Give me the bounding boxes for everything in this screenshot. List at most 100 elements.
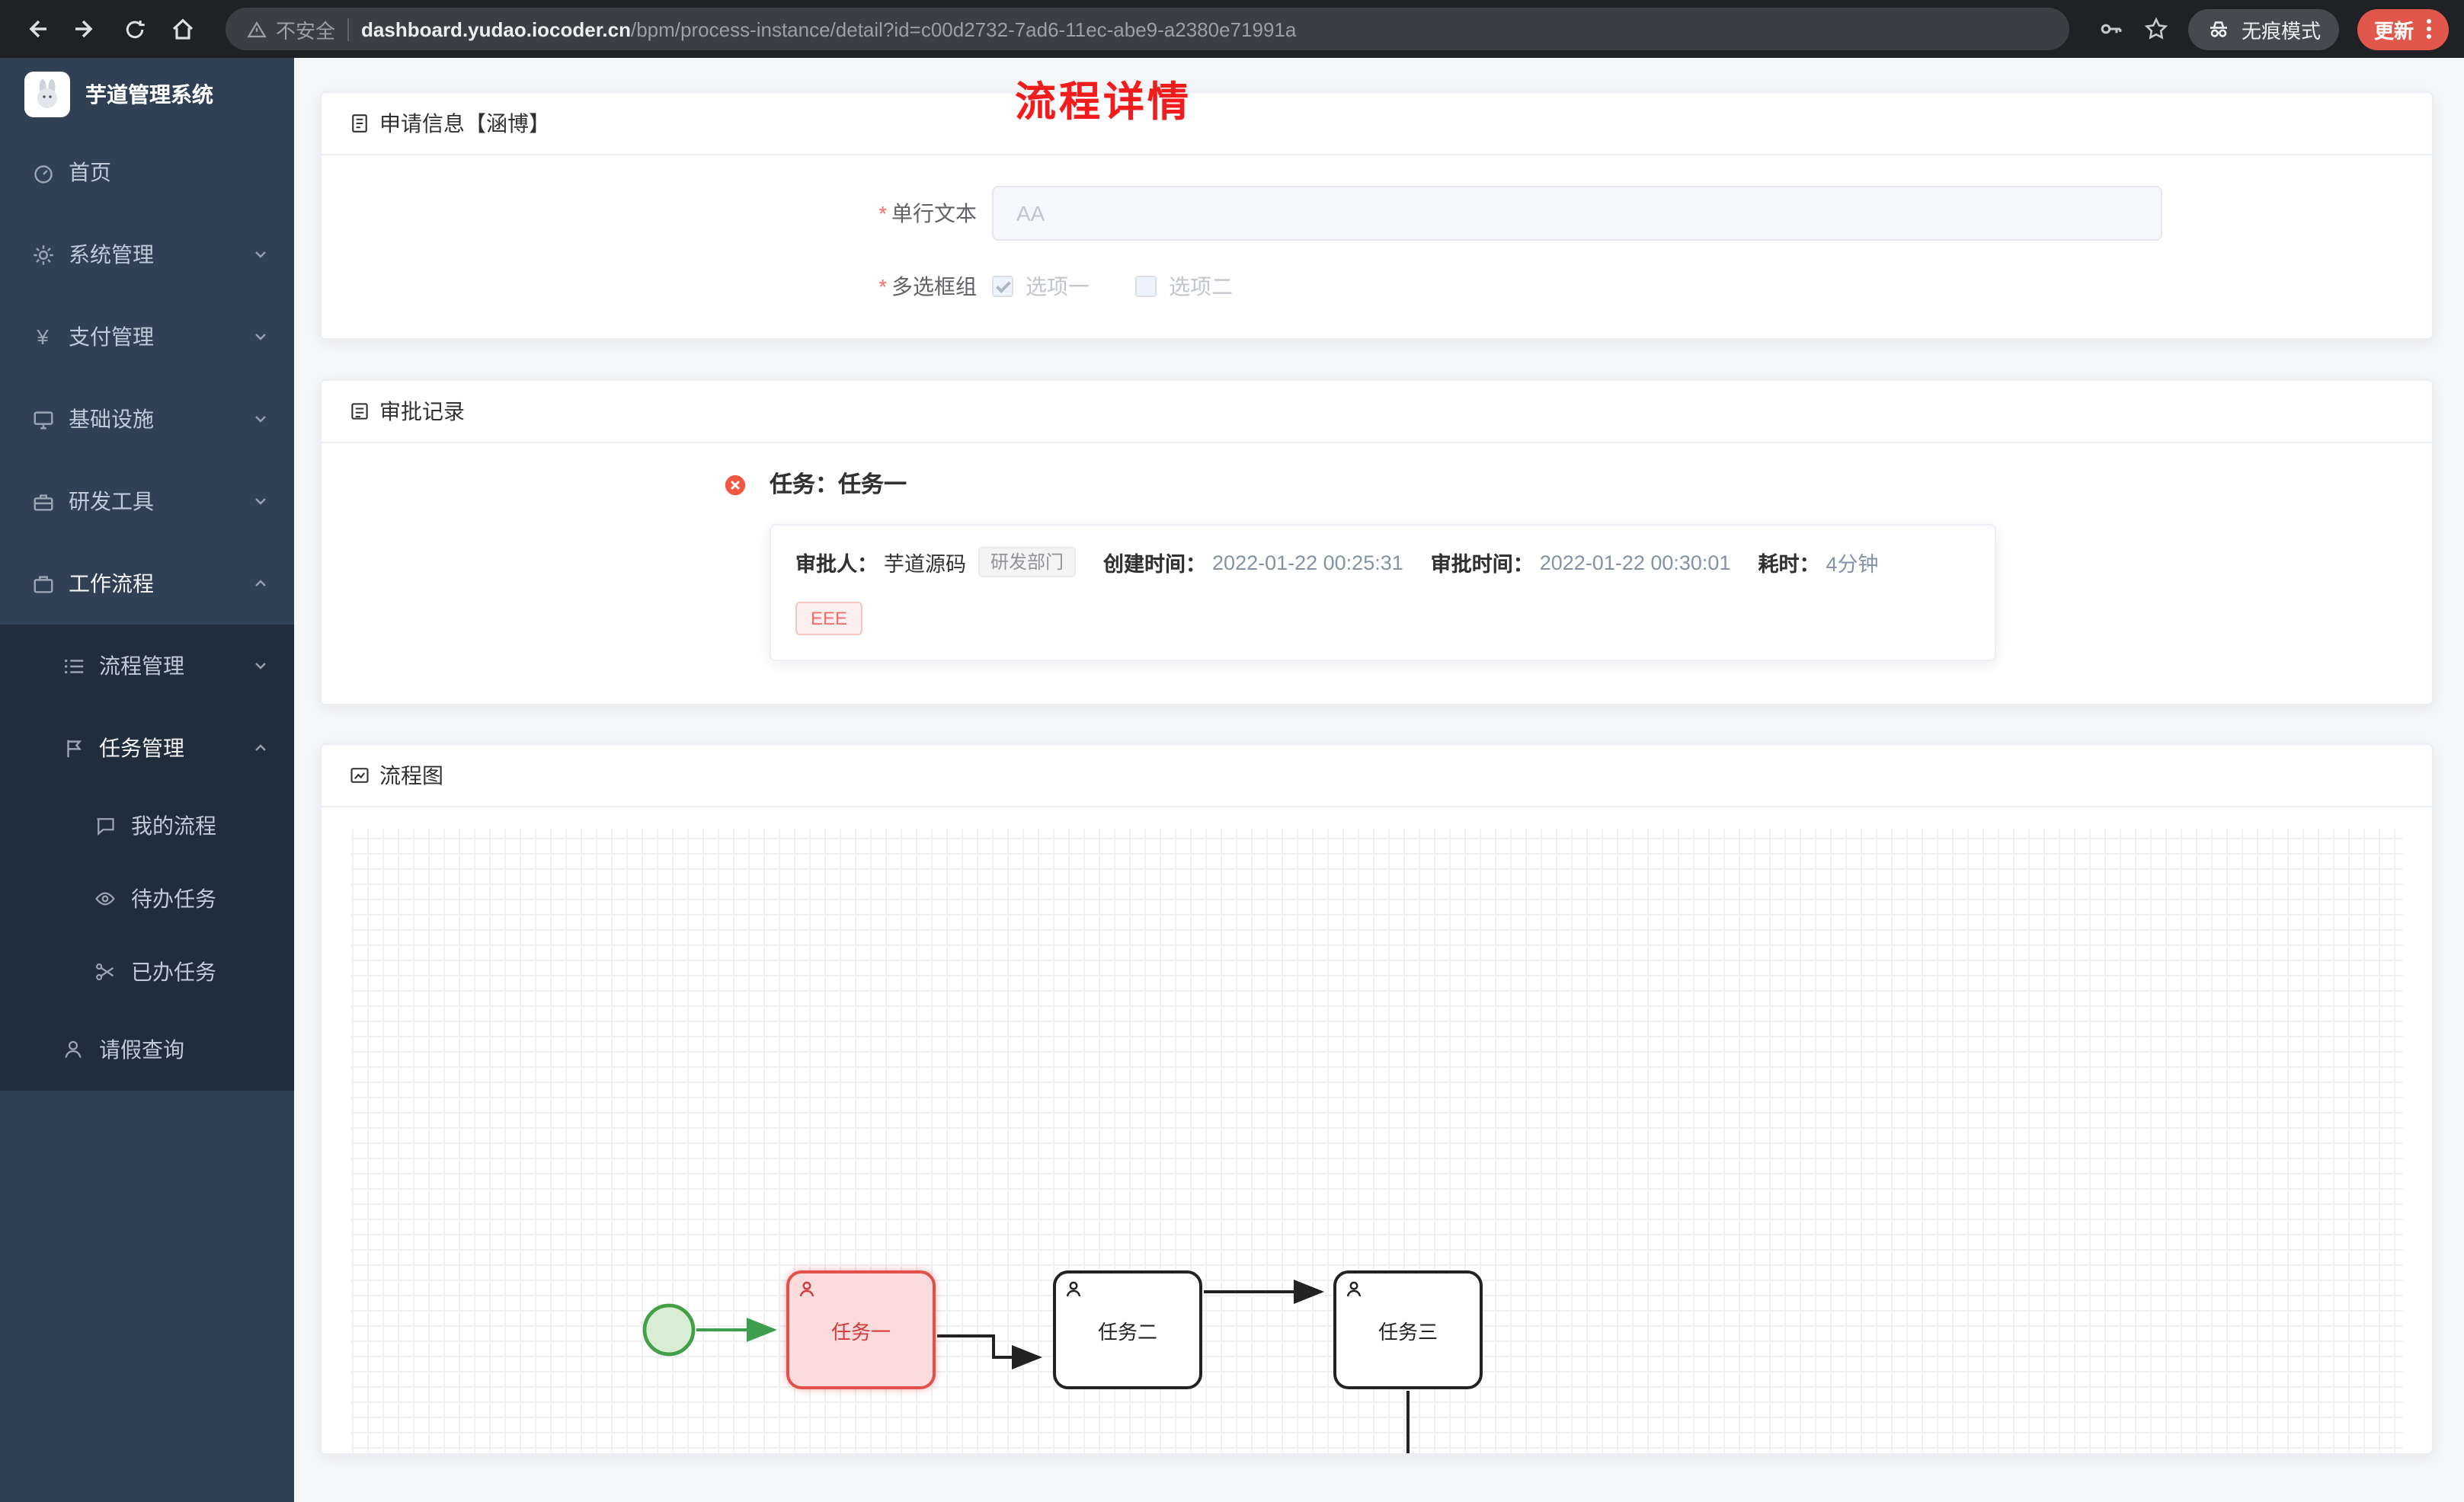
security-status[interactable]: 不安全 xyxy=(247,14,335,43)
required-asterisk: * xyxy=(878,274,887,299)
password-key-icon[interactable] xyxy=(2091,9,2130,49)
security-label: 不安全 xyxy=(276,19,336,42)
approved-time-group: 审批时间： 2022-01-22 00:30:01 xyxy=(1431,547,1731,577)
bpmn-connectors xyxy=(642,1280,1410,1453)
created-time-group: 创建时间： 2022-01-22 00:25:31 xyxy=(1103,547,1403,577)
chat-icon xyxy=(93,813,117,838)
chevron-up-icon xyxy=(251,739,270,757)
apply-card-body: *单行文本 *多选框组 选项一 选项二 xyxy=(322,186,2432,302)
chevron-down-icon xyxy=(251,245,270,264)
created-time-value: 2022-01-22 00:25:31 xyxy=(1212,551,1403,574)
dashboard-icon xyxy=(30,160,55,184)
task-node-1[interactable]: 任务一 xyxy=(786,1270,936,1389)
duration-value: 4分钟 xyxy=(1826,553,1879,576)
url-host: dashboard.yudao.iocoder.cn xyxy=(361,18,631,40)
page-title: 流程详情 xyxy=(1015,79,1192,125)
eye-icon xyxy=(93,887,117,911)
bookmark-star-icon[interactable] xyxy=(2136,9,2176,49)
single-line-text-input[interactable] xyxy=(992,186,2162,241)
sidebar-item-todo-tasks[interactable]: 待办任务 xyxy=(0,862,294,935)
sidebar-item-infrastructure[interactable]: 基础设施 xyxy=(0,378,294,460)
record-icon xyxy=(351,403,368,420)
approver-group: 审批人： 芋道源码 研发部门 xyxy=(795,547,1077,577)
app-logo-row[interactable]: 芋道管理系统 xyxy=(0,58,294,131)
checkbox-unchecked-icon xyxy=(1135,276,1157,297)
sidebar-item-payment[interactable]: ¥ 支付管理 xyxy=(0,296,294,378)
main-content: 流程详情 申请信息【涵博】 *单行文本 *多选框组 xyxy=(294,58,2464,1502)
approved-time-label: 审批时间： xyxy=(1430,553,1534,576)
checkbox-field-label: *多选框组 xyxy=(878,274,977,299)
incognito-badge: 无痕模式 xyxy=(2187,8,2339,50)
chevron-up-icon xyxy=(251,574,270,593)
sidebar-item-leave-query[interactable]: 请假查询 xyxy=(0,1008,294,1091)
chevron-down-icon xyxy=(251,328,270,346)
duration-group: 耗时： 4分钟 xyxy=(1758,547,1878,577)
start-event xyxy=(642,1303,696,1357)
task-node-1-label: 任务一 xyxy=(830,1320,891,1343)
user-task-icon xyxy=(1064,1280,1083,1304)
approval-card-title: 审批记录 xyxy=(379,399,465,423)
back-button[interactable] xyxy=(15,8,58,50)
update-button[interactable]: 更新 xyxy=(2357,8,2449,50)
sidebar-item-devtools[interactable]: 研发工具 xyxy=(0,460,294,542)
checkbox-option-2[interactable]: 选项二 xyxy=(1135,271,1233,302)
apply-info-card: 申请信息【涵博】 *单行文本 *多选框组 选项一 xyxy=(320,91,2434,340)
approval-comment-tag: EEE xyxy=(795,602,863,635)
sidebar: 芋道管理系统 首页 系统管理 ¥ 支付管理 基础设施 xyxy=(0,58,294,1502)
sidebar-item-process-management[interactable]: 流程管理 xyxy=(0,625,294,707)
diagram-card-header: 流程图 xyxy=(322,745,2432,807)
approval-card-body: 任务：任务一 审批人： 芋道源码 研发部门 创建时间： 2022-01-22 0… xyxy=(322,443,2432,704)
sidebar-item-workflow[interactable]: 工作流程 xyxy=(0,542,294,625)
forward-button[interactable] xyxy=(64,8,107,50)
home-button[interactable] xyxy=(162,8,204,50)
warning-icon xyxy=(247,20,267,37)
required-asterisk: * xyxy=(878,201,887,225)
approval-detail-card: 审批人： 芋道源码 研发部门 创建时间： 2022-01-22 00:25:31… xyxy=(770,524,1996,661)
sidebar-item-system[interactable]: 系统管理 xyxy=(0,213,294,296)
omnibox-divider xyxy=(347,18,350,40)
approved-time-value: 2022-01-22 00:30:01 xyxy=(1539,551,1731,574)
flag-icon xyxy=(61,736,85,760)
task-node-3[interactable]: 任务三 xyxy=(1333,1270,1483,1389)
app-frame: 芋道管理系统 首页 系统管理 ¥ 支付管理 基础设施 xyxy=(0,58,2464,1502)
yen-icon: ¥ xyxy=(37,324,49,349)
menu-dots-icon xyxy=(2427,19,2431,39)
list-icon xyxy=(61,654,85,678)
url-text: dashboard.yudao.iocoder.cn/bpm/process-i… xyxy=(361,18,1296,40)
gear-icon xyxy=(30,242,55,267)
update-label: 更新 xyxy=(2373,19,2414,42)
sidebar-item-task-management[interactable]: 任务管理 xyxy=(0,707,294,789)
apply-card-header: 申请信息【涵博】 xyxy=(322,93,2432,155)
reload-button[interactable] xyxy=(113,8,155,50)
app-logo xyxy=(24,72,70,117)
duration-label: 耗时： xyxy=(1758,553,1820,576)
checkbox-field-row: *多选框组 选项一 选项二 xyxy=(322,271,2432,302)
sidebar-item-done-tasks[interactable]: 已办任务 xyxy=(0,935,294,1008)
scissors-icon xyxy=(93,960,117,984)
user-task-icon xyxy=(1344,1280,1364,1304)
approver-name: 芋道源码 xyxy=(884,553,966,576)
bpmn-canvas[interactable]: 任务一 任务二 任务三 xyxy=(322,807,2432,1453)
approval-record-card: 审批记录 任务：任务一 审批人： 芋道源码 研发部门 xyxy=(320,379,2434,705)
sidebar-item-home[interactable]: 首页 xyxy=(0,131,294,213)
task-node-3-label: 任务三 xyxy=(1378,1320,1438,1343)
toolbox-icon xyxy=(30,489,55,513)
checkbox-option-1-label: 选项一 xyxy=(1026,274,1090,299)
chevron-down-icon xyxy=(251,657,270,675)
app-title: 芋道管理系统 xyxy=(85,82,213,107)
document-icon xyxy=(352,114,367,133)
chevron-down-icon xyxy=(251,410,270,428)
url-bar[interactable]: 不安全 dashboard.yudao.iocoder.cn/bpm/proce… xyxy=(226,8,2069,50)
approver-label: 审批人： xyxy=(795,553,878,576)
monitor-icon xyxy=(30,407,55,431)
url-path: /bpm/process-instance/detail?id=c00d2732… xyxy=(631,18,1297,40)
task-node-2[interactable]: 任务二 xyxy=(1053,1270,1202,1389)
approval-task-title: 任务：任务一 xyxy=(770,472,907,498)
checkbox-option-1[interactable]: 选项一 xyxy=(992,271,1090,302)
approval-meta-row: 审批人： 芋道源码 研发部门 创建时间： 2022-01-22 00:25:31… xyxy=(795,547,1970,577)
sidebar-item-my-process[interactable]: 我的流程 xyxy=(0,789,294,862)
incognito-label: 无痕模式 xyxy=(2241,19,2321,42)
workflow-submenu: 流程管理 任务管理 我的流程 待办任务 xyxy=(0,625,294,1091)
checkbox-group: 选项一 选项二 xyxy=(992,271,1233,302)
